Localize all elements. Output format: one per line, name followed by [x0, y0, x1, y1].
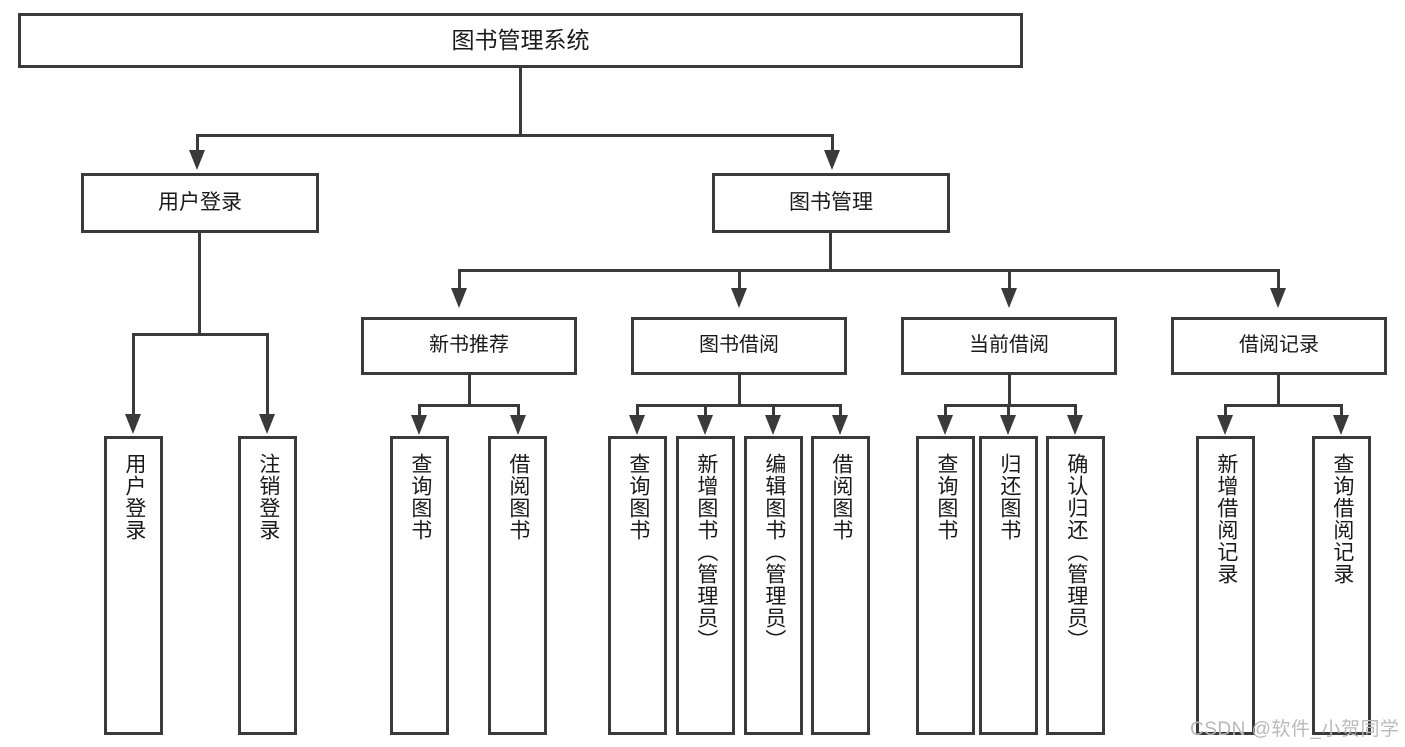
connector-current-stem [1008, 375, 1011, 406]
connector-bookmgmt-drop-4 [1277, 269, 1280, 289]
connector-recommend-drop-1 [418, 404, 421, 416]
connector-borrow-drop-3 [772, 404, 775, 416]
arrow-root-to-login [189, 150, 205, 170]
connector-login-bar [132, 333, 268, 336]
arrow-record-leaf-2 [1333, 415, 1349, 435]
leaf-user-login[interactable]: 用户登录 [104, 436, 163, 735]
arrow-bookmgmt-to-borrow [731, 288, 747, 308]
node-new-book-recommend[interactable]: 新书推荐 [361, 317, 577, 375]
connector-root-to-login [196, 134, 199, 152]
arrow-record-leaf-1 [1217, 415, 1233, 435]
leaf-current-return-book[interactable]: 归还图书 [979, 436, 1038, 735]
connector-bookmgmt-stem [829, 233, 832, 271]
leaf-borrow-query-book[interactable]: 查询图书 [608, 436, 667, 735]
leaf-record-query-record[interactable]: 查询借阅记录 [1312, 436, 1371, 735]
arrow-recommend-leaf-1 [411, 415, 427, 435]
node-label: 当前借阅 [969, 334, 1049, 357]
node-label: 借阅图书 [506, 453, 530, 541]
node-label: 归还图书 [997, 453, 1021, 541]
connector-borrow-drop-2 [704, 404, 707, 416]
connector-record-bar [1224, 404, 1343, 407]
node-label: 查询图书 [626, 453, 650, 541]
node-label: 图书借阅 [699, 334, 779, 357]
node-label: 借阅图书 [829, 453, 853, 541]
connector-bookmgmt-drop-2 [738, 269, 741, 289]
node-book-management[interactable]: 图书管理 [712, 173, 950, 233]
connector-login-stem [198, 233, 201, 335]
leaf-current-confirm-return[interactable]: 确认归还（管理员） [1046, 436, 1105, 735]
node-label: 图书管理系统 [451, 26, 590, 53]
node-label: 用户登录 [122, 453, 146, 541]
node-label: 新书推荐 [429, 334, 509, 357]
leaf-current-query-book[interactable]: 查询图书 [916, 436, 975, 735]
connector-root-stem [519, 68, 522, 136]
arrow-login-leaf-2 [259, 414, 275, 434]
node-label: 查询借阅记录 [1330, 453, 1354, 585]
leaf-borrow-add-book[interactable]: 新增图书（管理员） [676, 436, 735, 735]
arrow-login-leaf-1 [125, 414, 141, 434]
connector-record-drop-1 [1224, 404, 1227, 416]
connector-login-drop-1 [132, 333, 135, 415]
arrow-recommend-leaf-2 [510, 415, 526, 435]
node-borrow-record[interactable]: 借阅记录 [1171, 317, 1387, 375]
connector-recommend-stem [468, 375, 471, 406]
node-label: 查询图书 [408, 453, 432, 541]
arrow-current-leaf-3 [1067, 415, 1083, 435]
node-book-borrow[interactable]: 图书借阅 [631, 317, 847, 375]
node-label: 注销登录 [256, 453, 280, 541]
arrow-bookmgmt-to-recommend [451, 288, 467, 308]
leaf-record-add-record[interactable]: 新增借阅记录 [1196, 436, 1255, 735]
csdn-watermark: CSDN @软件_小贺同学 [1190, 719, 1400, 740]
node-label: 编辑图书（管理员） [762, 453, 786, 651]
leaf-borrow-edit-book[interactable]: 编辑图书（管理员） [744, 436, 803, 735]
connector-bookmgmt-drop-3 [1008, 269, 1011, 289]
connector-login-drop-2 [266, 333, 269, 415]
connector-record-drop-2 [1340, 404, 1343, 416]
node-label: 图书管理 [789, 190, 873, 214]
arrow-borrow-leaf-2 [697, 415, 713, 435]
connector-root-bar [196, 134, 834, 137]
node-root-system[interactable]: 图书管理系统 [18, 13, 1023, 68]
connector-borrow-drop-1 [636, 404, 639, 416]
arrow-current-leaf-2 [1000, 415, 1016, 435]
connector-recommend-bar [418, 404, 520, 407]
arrow-borrow-leaf-4 [832, 415, 848, 435]
connector-borrow-drop-4 [839, 404, 842, 416]
connector-borrow-bar [636, 404, 841, 407]
node-current-borrow[interactable]: 当前借阅 [901, 317, 1117, 375]
arrow-bookmgmt-to-record [1270, 288, 1286, 308]
connector-current-bar [944, 404, 1077, 407]
leaf-logout[interactable]: 注销登录 [238, 436, 297, 735]
arrow-root-to-bookmgmt [824, 150, 840, 170]
connector-record-stem [1277, 375, 1280, 406]
node-label: 借阅记录 [1239, 334, 1319, 357]
connector-current-drop-3 [1074, 404, 1077, 416]
leaf-recommend-query-book[interactable]: 查询图书 [390, 436, 449, 735]
connector-bookmgmt-drop-1 [458, 269, 461, 289]
node-user-login[interactable]: 用户登录 [81, 173, 319, 233]
arrow-borrow-leaf-1 [629, 415, 645, 435]
connector-current-drop-2 [1007, 404, 1010, 416]
leaf-borrow-borrow-book[interactable]: 借阅图书 [811, 436, 870, 735]
connector-root-to-bookmgmt [831, 134, 834, 152]
arrow-current-leaf-1 [937, 415, 953, 435]
leaf-recommend-borrow-book[interactable]: 借阅图书 [488, 436, 547, 735]
arrow-borrow-leaf-3 [765, 415, 781, 435]
connector-borrow-stem [738, 375, 741, 406]
node-label: 新增借阅记录 [1214, 453, 1238, 585]
arrow-bookmgmt-to-current [1001, 288, 1017, 308]
node-label: 确认归还（管理员） [1064, 453, 1088, 651]
node-label: 用户登录 [158, 190, 242, 214]
connector-bookmgmt-bar [458, 269, 1280, 272]
connector-current-drop-1 [944, 404, 947, 416]
node-label: 新增图书（管理员） [694, 453, 718, 651]
node-label: 查询图书 [934, 453, 958, 541]
connector-recommend-drop-2 [517, 404, 520, 416]
